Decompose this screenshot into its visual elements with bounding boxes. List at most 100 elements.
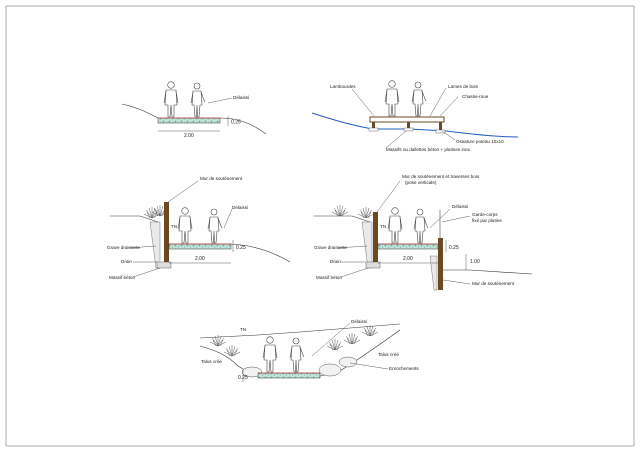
- leader-mur-traverses: [376, 180, 401, 213]
- post-1: [372, 122, 375, 130]
- leader-garde-corps: [441, 215, 471, 223]
- gravel-path: [377, 243, 439, 250]
- walker-woman-icon: [207, 208, 223, 244]
- leader-lames: [429, 87, 447, 117]
- label-ossature: Ossature poteau 10x10: [456, 139, 504, 144]
- dim-width: 2.00: [184, 133, 194, 139]
- walker-man-icon: [262, 336, 278, 373]
- detail-4-section: Mur de soutènement et traverses bois (po…: [314, 174, 533, 291]
- walker-man-icon: [387, 207, 403, 244]
- post-3: [439, 122, 442, 132]
- leader-massifs: [385, 130, 407, 149]
- gravel-path: [157, 117, 221, 124]
- label-drain: Drain: [330, 259, 341, 264]
- natural-ground-line: [199, 323, 401, 339]
- walker-woman-icon: [413, 208, 429, 244]
- concrete-footing: [365, 261, 381, 269]
- post-2: [407, 122, 410, 130]
- label-chasse-roue: Chasse-roue: [462, 94, 489, 99]
- label-grave: Grave drainante: [107, 245, 140, 250]
- detail-5-section: Délaissi TN Talus créé Talus créé Enroch…: [199, 319, 419, 382]
- label-lames: Lames de bois: [448, 84, 479, 89]
- label-talus-right: Talus créé: [378, 352, 399, 357]
- label-garde-corps: Garde-corps: [472, 212, 498, 217]
- label-delaissi: Délaissi: [232, 205, 248, 210]
- walker-woman-icon: [289, 337, 305, 373]
- dim-height: 0.25: [236, 245, 246, 251]
- concrete-footing: [156, 261, 172, 269]
- leader-delaissi: [223, 208, 233, 229]
- leader-massif: [340, 267, 369, 278]
- label-talus-left: Talus créé: [201, 359, 222, 364]
- walker-man-icon: [177, 207, 193, 244]
- label-massif: Massif béton: [109, 275, 135, 280]
- label-delaissi: Délaissi: [452, 204, 468, 209]
- retaining-wall: [164, 202, 169, 268]
- leader-enrochements: [349, 362, 389, 370]
- label-tn: TN: [380, 224, 386, 229]
- label-delaissi: Délaissi: [351, 319, 367, 324]
- leader-mur: [167, 180, 199, 203]
- gravel-path: [257, 372, 321, 379]
- shrub-icon: [343, 332, 361, 345]
- leader-mur-bas: [442, 279, 471, 285]
- label-mur: Mur de soutènement: [200, 176, 243, 181]
- walker-man-icon: [163, 81, 179, 118]
- boardwalk-deck: [369, 116, 445, 123]
- detail-2-section: Lambourdes Lames de bois Chasse-roue Oss…: [311, 80, 519, 152]
- leader-grave: [127, 245, 157, 249]
- leader-lambourdes: [351, 88, 375, 117]
- terrain-top: [110, 215, 159, 223]
- label-grave: Grave drainante: [314, 245, 347, 250]
- leader-massif: [132, 267, 161, 278]
- walker-woman-icon: [411, 81, 427, 117]
- bank-left: [199, 345, 256, 377]
- retaining-wall-low: [438, 238, 443, 290]
- dim-height: 0.25: [238, 375, 248, 381]
- terrain-right: [230, 243, 291, 263]
- walker-woman-icon: [190, 82, 206, 118]
- water-line: [311, 112, 519, 138]
- terrain-top: [314, 215, 371, 223]
- detail-1-section: Délaissi 0.25 2.00: [121, 81, 267, 139]
- dim-height: 0.25: [231, 120, 241, 126]
- leader-delaissi: [311, 322, 351, 357]
- drainage-backfill-low: [429, 255, 438, 291]
- label-enrochements: Enrochements: [389, 366, 419, 371]
- label-tn: TN: [240, 327, 246, 332]
- leader-chasse-roue: [439, 96, 459, 117]
- leader-grave: [336, 245, 368, 249]
- terrain-right: [443, 269, 533, 275]
- dim-width: 2.00: [195, 256, 205, 262]
- leader-ossature: [441, 130, 456, 141]
- footing-1: [368, 127, 379, 132]
- label-drain: Drain: [121, 259, 132, 264]
- label-massifs: Massifs ou dallettes béton + platines in…: [386, 147, 471, 152]
- label-massif: Massif béton: [316, 275, 342, 280]
- sheet-frame: [5, 5, 635, 447]
- dim-width: 2.00: [403, 256, 413, 262]
- footing-3: [435, 129, 446, 134]
- leader-line: [207, 97, 233, 104]
- label-tn: TN: [171, 224, 177, 229]
- label-pose: (pose verticale): [405, 180, 437, 185]
- leader-delaissi: [429, 208, 451, 229]
- detail-3-section: Mur de soutènement TN Délaissi Grave dra…: [107, 176, 291, 280]
- gravel-path: [168, 243, 232, 250]
- walker-man-icon: [384, 80, 400, 117]
- terrain-left: [121, 103, 159, 119]
- shrub-icon: [357, 206, 375, 219]
- label-fixe: fixé par platine: [472, 218, 502, 223]
- label-lambourdes: Lambourdes: [330, 84, 356, 89]
- terrain-right: [219, 117, 267, 135]
- drainage-backfill: [361, 221, 373, 269]
- label-mur-traverses: Mur de soutènement et traverses bois: [402, 174, 480, 179]
- label-delaissi: Délaissi: [233, 95, 249, 100]
- footing-2: [403, 127, 414, 132]
- label-mur-bas: Mur de soutènement: [472, 281, 515, 286]
- drainage-backfill: [149, 221, 161, 269]
- shrub-icon: [331, 204, 349, 217]
- shrub-icon: [223, 344, 241, 357]
